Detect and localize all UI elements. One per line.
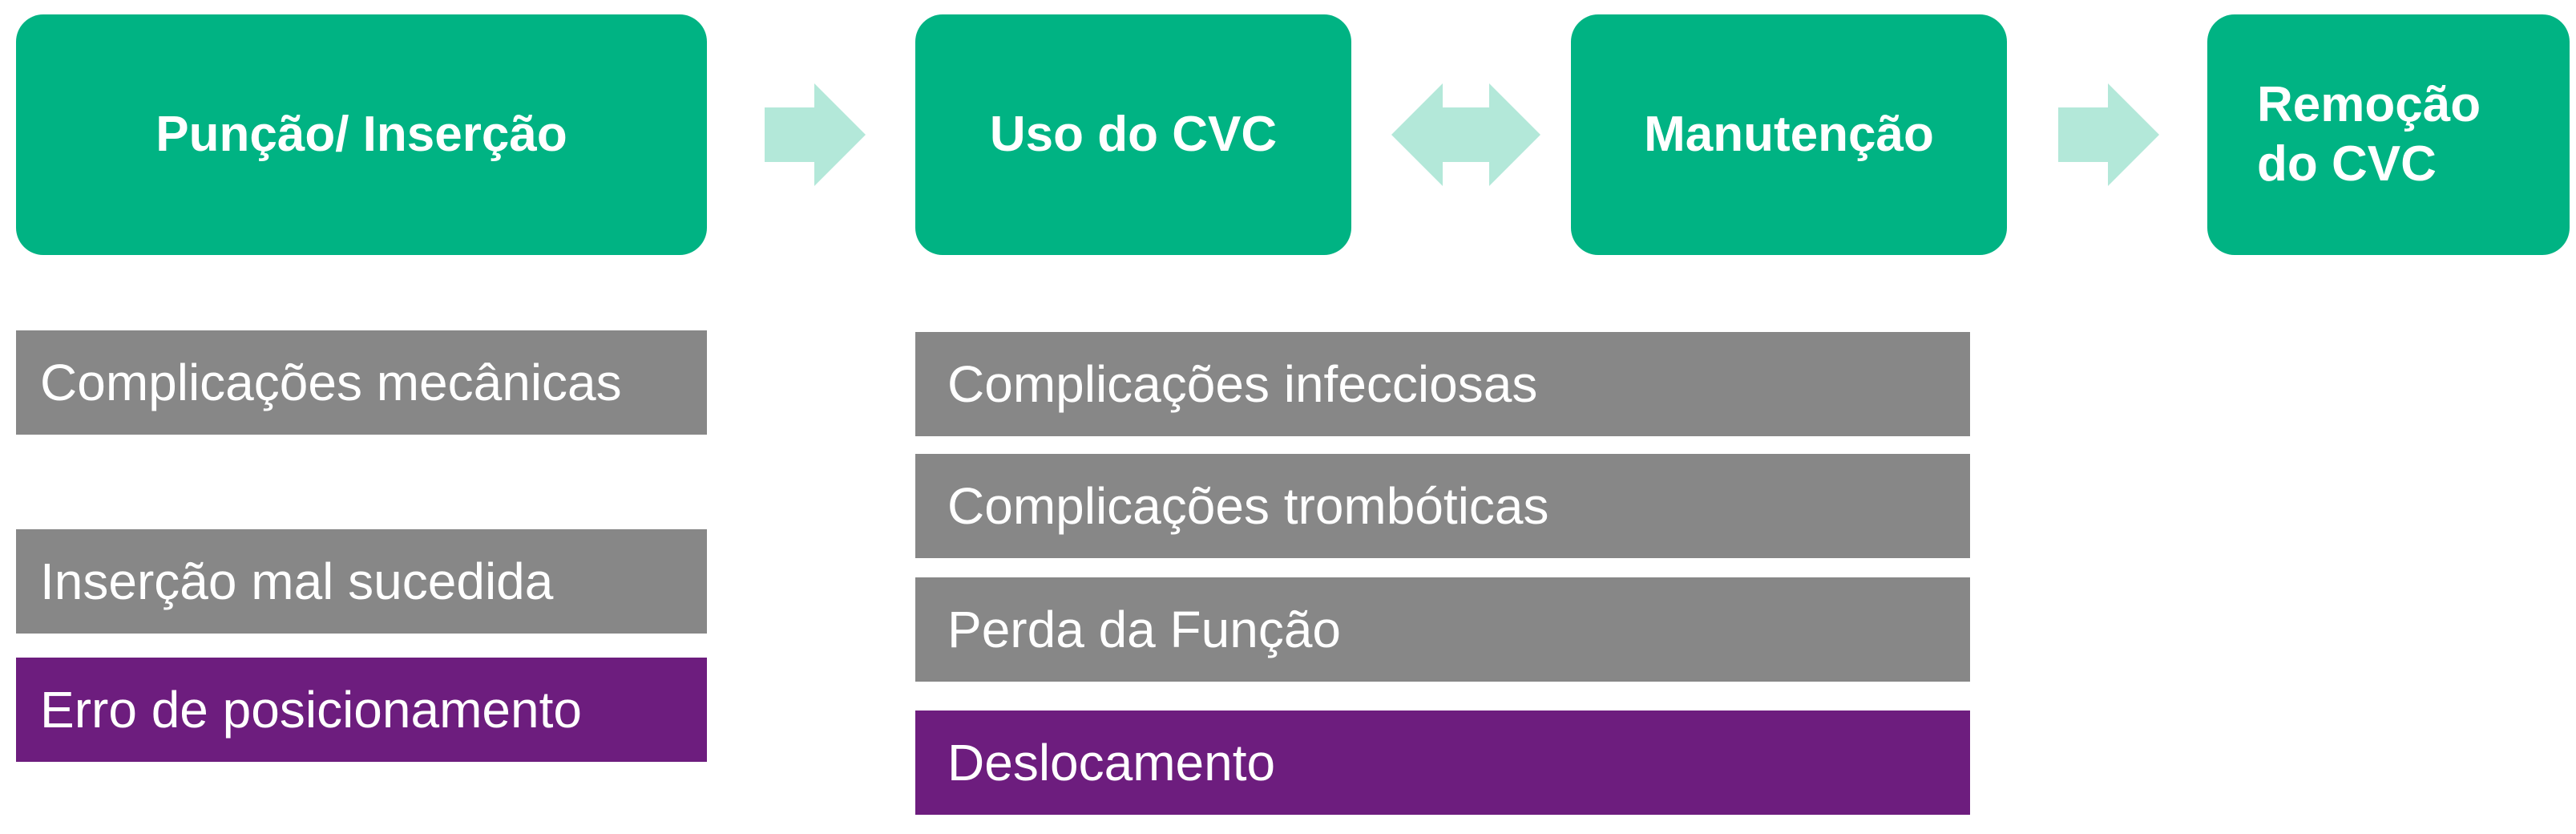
step-manutencao: Manutenção — [1571, 14, 2007, 255]
step-remocao-do-cvc: Remoção do CVC — [2207, 14, 2570, 255]
issue-deslocamento: Deslocamento — [915, 711, 1970, 815]
step-label: Punção/ Inserção — [155, 106, 567, 162]
issue-label: Erro de posicionamento — [40, 681, 582, 739]
issue-complicacoes-infecciosas: Complicações infecciosas — [915, 332, 1970, 436]
issue-label: Perda da Função — [947, 601, 1341, 658]
step-label: Uso do CVC — [989, 106, 1278, 162]
issue-label: Complicações infecciosas — [947, 355, 1538, 413]
issue-label: Deslocamento — [947, 734, 1276, 791]
issue-insercao-mal-sucedida: Inserção mal sucedida — [16, 529, 707, 634]
step-label: Remoção do CVC — [2257, 76, 2481, 192]
right-arrow-icon — [2058, 83, 2159, 186]
step-uso-do-cvc: Uso do CVC — [915, 14, 1351, 255]
double-arrow-icon — [1391, 83, 1540, 186]
step-label: Manutenção — [1644, 106, 1934, 162]
step-puncao-insercao: Punção/ Inserção — [16, 14, 707, 255]
issue-complicacoes-mecanicas: Complicações mecânicas — [16, 330, 707, 435]
right-arrow-icon — [765, 83, 866, 186]
issue-complicacoes-tromboticas: Complicações trombóticas — [915, 454, 1970, 558]
issue-label: Complicações trombóticas — [947, 477, 1549, 535]
issue-erro-de-posicionamento: Erro de posicionamento — [16, 658, 707, 762]
issue-label: Complicações mecânicas — [40, 354, 622, 411]
issue-perda-da-funcao: Perda da Função — [915, 577, 1970, 682]
issue-label: Inserção mal sucedida — [40, 553, 554, 610]
